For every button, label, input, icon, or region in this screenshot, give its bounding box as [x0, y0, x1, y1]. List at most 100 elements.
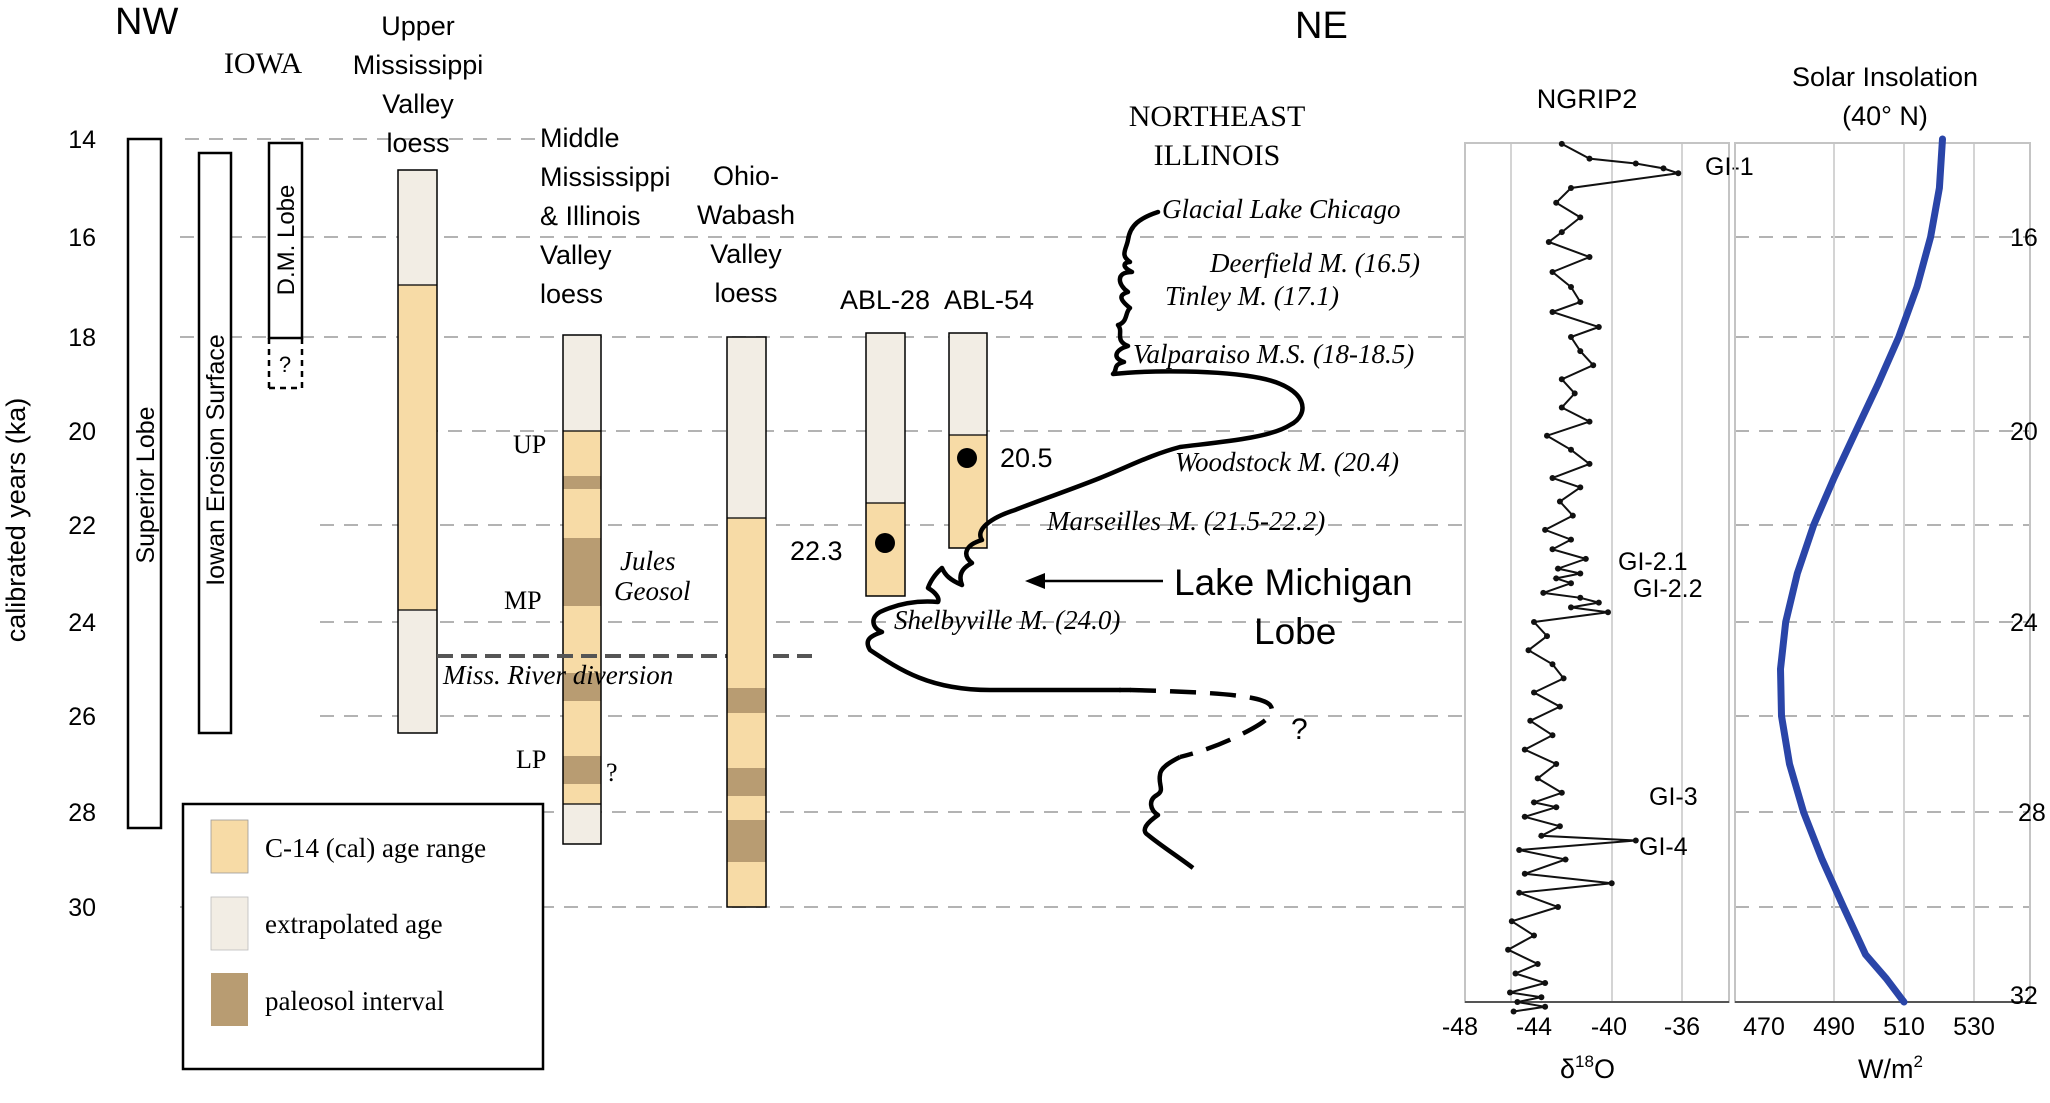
event-gi-2-1: GI-2.1	[1618, 548, 1687, 576]
deerfield-label: Deerfield M. (16.5)	[1209, 248, 1420, 278]
ngrip-data-point	[1568, 580, 1574, 587]
ngrip-data-point	[1577, 594, 1584, 601]
ngrip-data-point	[1558, 789, 1565, 796]
ngrip-data-point	[1555, 565, 1561, 572]
dm-lobe-dashed-extension	[267, 338, 304, 390]
ngrip-frame	[1464, 142, 1730, 1003]
ngrip-data-point	[1531, 799, 1537, 806]
moraine-labels: Glacial Lake Chicago Deerfield M. (16.5)…	[894, 194, 1420, 635]
ngrip-data-point	[1660, 165, 1667, 172]
y-tick-20: 20	[68, 418, 96, 446]
ngrip-data-point	[1586, 460, 1593, 467]
legend-label-c14: C-14 (cal) age range	[265, 833, 486, 863]
middle-miss-title-5: loess	[540, 279, 603, 309]
dm-lobe-label: D.M. Lobe	[273, 185, 300, 296]
ngrip-data-point	[1531, 619, 1537, 625]
legend-label-extrapolated: extrapolated age	[265, 909, 443, 939]
legend: C-14 (cal) age range extrapolated age pa…	[181, 802, 545, 1071]
ngrip-data-point	[1531, 689, 1537, 696]
ins-xlabel-main: W/m	[1858, 1054, 1913, 1084]
ngrip-data-point	[1577, 570, 1584, 577]
event-gi-4: GI-4	[1639, 833, 1688, 861]
ngrip-data-point	[1549, 309, 1556, 315]
upper-miss-outline	[397, 169, 438, 734]
lake-michigan-lobe-label-1: Lake Michigan	[1174, 562, 1413, 603]
legend-swatch-paleosol	[211, 973, 248, 1026]
marseilles-label: Marseilles M. (21.5-22.2)	[1046, 506, 1325, 536]
ngrip-data-point	[1568, 334, 1574, 340]
ohio-wabash-title: Ohio- Wabash Valley loess	[697, 161, 795, 308]
insolation-gridlines	[1833, 143, 1975, 1002]
ice-margin-uncertain	[1129, 687, 1275, 760]
lake-michigan-lobe-label-2: Lobe	[1254, 611, 1336, 652]
ngrip-data-point	[1525, 647, 1532, 654]
woodstock-label: Woodstock M. (20.4)	[1175, 447, 1399, 477]
ngrip-event-labels: GI-1 GI-2.1 GI-2.2 GI-3 GI-4	[1618, 153, 1754, 861]
abl54-column	[948, 332, 988, 549]
abl28-title: ABL-28	[840, 285, 930, 315]
insolation-x-label: W/m2	[1858, 1052, 1923, 1084]
middle-miss-column	[562, 334, 602, 845]
ngrip-data-point	[1558, 229, 1565, 236]
ngrip-data-point	[1558, 376, 1565, 383]
ngrip-data-point	[1510, 1008, 1517, 1015]
ne-label: NE	[1295, 5, 1348, 47]
ngrip-x-label: δ18O	[1560, 1052, 1615, 1084]
ngrip-data-point	[1534, 961, 1541, 967]
ngrip-data-point	[1514, 999, 1521, 1005]
abl28-date-marker	[875, 533, 895, 553]
ngrip-data-point	[1508, 918, 1515, 925]
ngrip-data-point	[1590, 362, 1597, 369]
event-gi-1: GI-1	[1705, 153, 1754, 181]
ngrip-data-point	[1521, 746, 1528, 753]
middle-miss-title-2: Mississippi	[540, 162, 671, 192]
nw-label: NW	[115, 1, 178, 43]
upper-miss-title: Upper Mississippi Valley loess	[353, 11, 484, 158]
insolation-title-1: Solar Insolation	[1792, 62, 1978, 92]
ngrip-data-point	[1549, 475, 1556, 481]
ohio-wabash-paleosol-1	[727, 688, 766, 713]
ngrip-data-point	[1568, 185, 1574, 191]
ngrip-data-point	[1595, 324, 1602, 330]
ngrip-data-point	[1507, 989, 1513, 996]
ngrip-data-point	[1562, 856, 1569, 863]
ngrip-data-point	[1555, 904, 1561, 910]
y-tick-30: 30	[68, 894, 96, 922]
ngrip-data-point	[1556, 823, 1563, 830]
up-label: UP	[513, 430, 546, 459]
ngrip-data-point	[1553, 199, 1560, 206]
insolation-curve	[1776, 135, 1946, 1006]
mp-label: MP	[504, 586, 542, 615]
middle-miss-outline	[562, 334, 602, 845]
middle-miss-paleosol-lp	[563, 756, 601, 784]
ngrip-data-point	[1556, 498, 1563, 505]
middle-miss-c14-range	[563, 431, 601, 804]
y-tick-14: 14	[68, 126, 96, 154]
ngrip-data-point	[1553, 761, 1560, 767]
y-tick-22: 22	[68, 512, 96, 540]
lp-label: LP	[516, 745, 546, 774]
legend-swatch-extrapolated	[210, 896, 249, 951]
abl54-extrapolated	[949, 333, 987, 435]
ngrip-data-point	[1538, 994, 1545, 1001]
ngrip-data-point	[1542, 1003, 1549, 1010]
insolation-x-ticks: 470 490 510 530	[1743, 1013, 1995, 1041]
right-tick-20: 20	[2010, 418, 2038, 446]
middle-miss-paleosol-3	[563, 673, 601, 701]
ngrip-data-point	[1516, 889, 1523, 896]
ngrip-data-point	[1558, 404, 1565, 411]
ngrip-data-point	[1577, 299, 1584, 305]
iowan-erosion-label: Iowan Erosion Surface	[202, 334, 230, 586]
abl54-date-marker	[957, 448, 977, 468]
right-tick-32: 32	[2010, 982, 2038, 1010]
ngrip-data-point	[1608, 880, 1615, 887]
insolation-frame	[1734, 142, 2031, 1003]
ohio-wabash-title-4: loess	[714, 278, 777, 308]
ngrip-data-point	[1568, 446, 1574, 453]
upper-miss-title-4: loess	[386, 128, 449, 158]
ohio-wabash-extrapolated	[727, 337, 766, 518]
ins-xtick-2: 490	[1813, 1013, 1855, 1041]
ngrip-title: NGRIP2	[1537, 84, 1638, 114]
middle-miss-paleosol-jules	[563, 538, 601, 606]
ohio-wabash-paleosol-2	[727, 768, 766, 796]
